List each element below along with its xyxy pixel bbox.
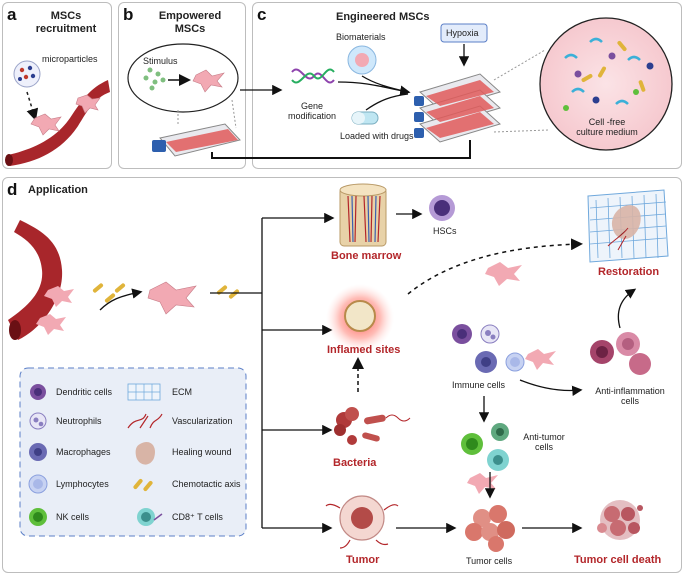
stimulus-label: Stimulus [143,56,178,66]
msc-secreting-icon [485,262,522,286]
panel-b-title-line2: MSCs [174,22,206,35]
gene-modification-label: Gene modification [282,101,342,122]
biomaterial-sphere-icon [347,45,377,75]
legend-macrophages-label: Macrophages [56,447,111,457]
legend-nk-cells-label: NK cells [56,512,90,522]
legend-dendritic-cells-label: Dendritic cells [56,387,113,397]
legend-healing-wound-label: Healing wound [172,447,232,457]
bacteria-icon [334,407,411,445]
culture-medium-label: Cell -free culture medium [572,117,642,138]
gene-label-line1: Gene [300,101,324,111]
legend-vascularization-icon [127,413,163,429]
legend-cd8-t-cells-label: CD8⁺ T cells [172,512,223,522]
legend-cd8-t-cell-icon [137,508,163,526]
tumor-cell-death-icon [597,500,643,540]
legend-chemotactic-axis-icon [133,478,153,492]
panel-c-title: Engineered MSCs [336,11,430,23]
culture-medium-line1: Cell -free [588,117,626,127]
dna-helix-icon [291,68,335,84]
culture-medium-contents-icon [563,37,654,111]
panel-b-letter: b [123,5,134,24]
hypoxia-label: Hypoxia [446,28,479,38]
drug-capsule-icon [351,111,379,125]
legend-chemotactic-axis-label: Chemotactic axis [172,479,241,489]
panel-c-letter: c [257,5,267,24]
empowered-msc-icon [192,69,225,93]
legend-vascularization-label: Vascularization [172,416,233,426]
panel-a-title-line1: MSCs [50,10,82,22]
legend-lymphocytes-label: Lymphocytes [56,479,109,489]
immune-cells-label: Immune cells [452,380,506,390]
panel-b-title-line1: Empowered [158,10,222,22]
legend-healing-wound-icon [135,441,156,465]
tumor-cells-cluster-icon [465,505,515,552]
anti-tumor-label: Anti-tumor cells [516,432,572,453]
culture-flask-b-icon [152,123,241,157]
anti-inflammation-line1: Anti-inflammation [595,386,665,396]
anti-inflammation-label: Anti-inflammation cells [582,386,678,407]
panel-b-title: Empowered MSCs [136,10,244,35]
legend-neutrophils-label: Neutrophils [56,416,102,426]
anti-inflammation-cells-icon [590,332,651,375]
panel-d-letter: d [7,180,18,199]
bone-marrow-icon [339,183,387,247]
legend-box [19,367,247,537]
inflamed-site-icon [344,300,376,332]
gene-label-line2: modification [287,111,337,122]
tumor-cell-death-label: Tumor cell death [574,554,662,566]
application-title: Application [28,184,88,196]
microparticle-cluster-icon [13,60,41,88]
anti-inflammation-line2: cells [620,396,639,407]
anti-tumor-line2: cells [534,442,553,453]
panel-a-title: MSCs recruitment [24,10,108,35]
tumor-label: Tumor [346,554,380,566]
culture-medium-zoom-circle [539,17,673,151]
ecm-restoration-icon [587,189,669,263]
chemotactic-particles-icon [92,283,240,303]
hscs-label: HSCs [433,226,457,236]
legend-neutrophil-icon [29,412,47,430]
stimulus-particles-icon [143,67,166,91]
microparticles-label: microparticles [42,54,98,64]
legend-dendritic-cell-icon [30,384,46,400]
culture-medium-line2: culture medium [576,127,638,138]
stacked-flasks-icon [414,73,501,143]
biomaterials-label: Biomaterials [336,32,386,42]
restoration-label: Restoration [598,266,660,278]
panel-a-title-line2: recruitment [35,22,97,35]
legend-ecm-label: ECM [172,387,192,397]
panel-a-letter: a [7,5,17,24]
hypoxia-box [440,23,488,43]
blood-vessel-icon [5,80,110,166]
msc-cell-d-icon [147,281,197,315]
anti-tumor-line1: Anti-tumor [523,432,565,442]
loaded-with-drugs-label: Loaded with drugs [340,131,414,141]
tumor-icon [325,495,399,549]
inflamed-sites-label: Inflamed sites [327,344,401,356]
vessel-with-mscs-icon [8,220,74,340]
legend-macrophage-icon [29,443,47,461]
legend-ecm-grid-icon [127,383,161,401]
legend-nk-cell-icon [29,508,47,526]
tumor-cells-label: Tumor cells [466,556,513,566]
legend-lymphocyte-icon [28,474,48,494]
bone-marrow-label: Bone marrow [331,250,402,262]
bacteria-label: Bacteria [333,457,377,469]
anti-tumor-cells-icon [461,423,509,471]
immune-cells-group-icon [452,324,525,373]
